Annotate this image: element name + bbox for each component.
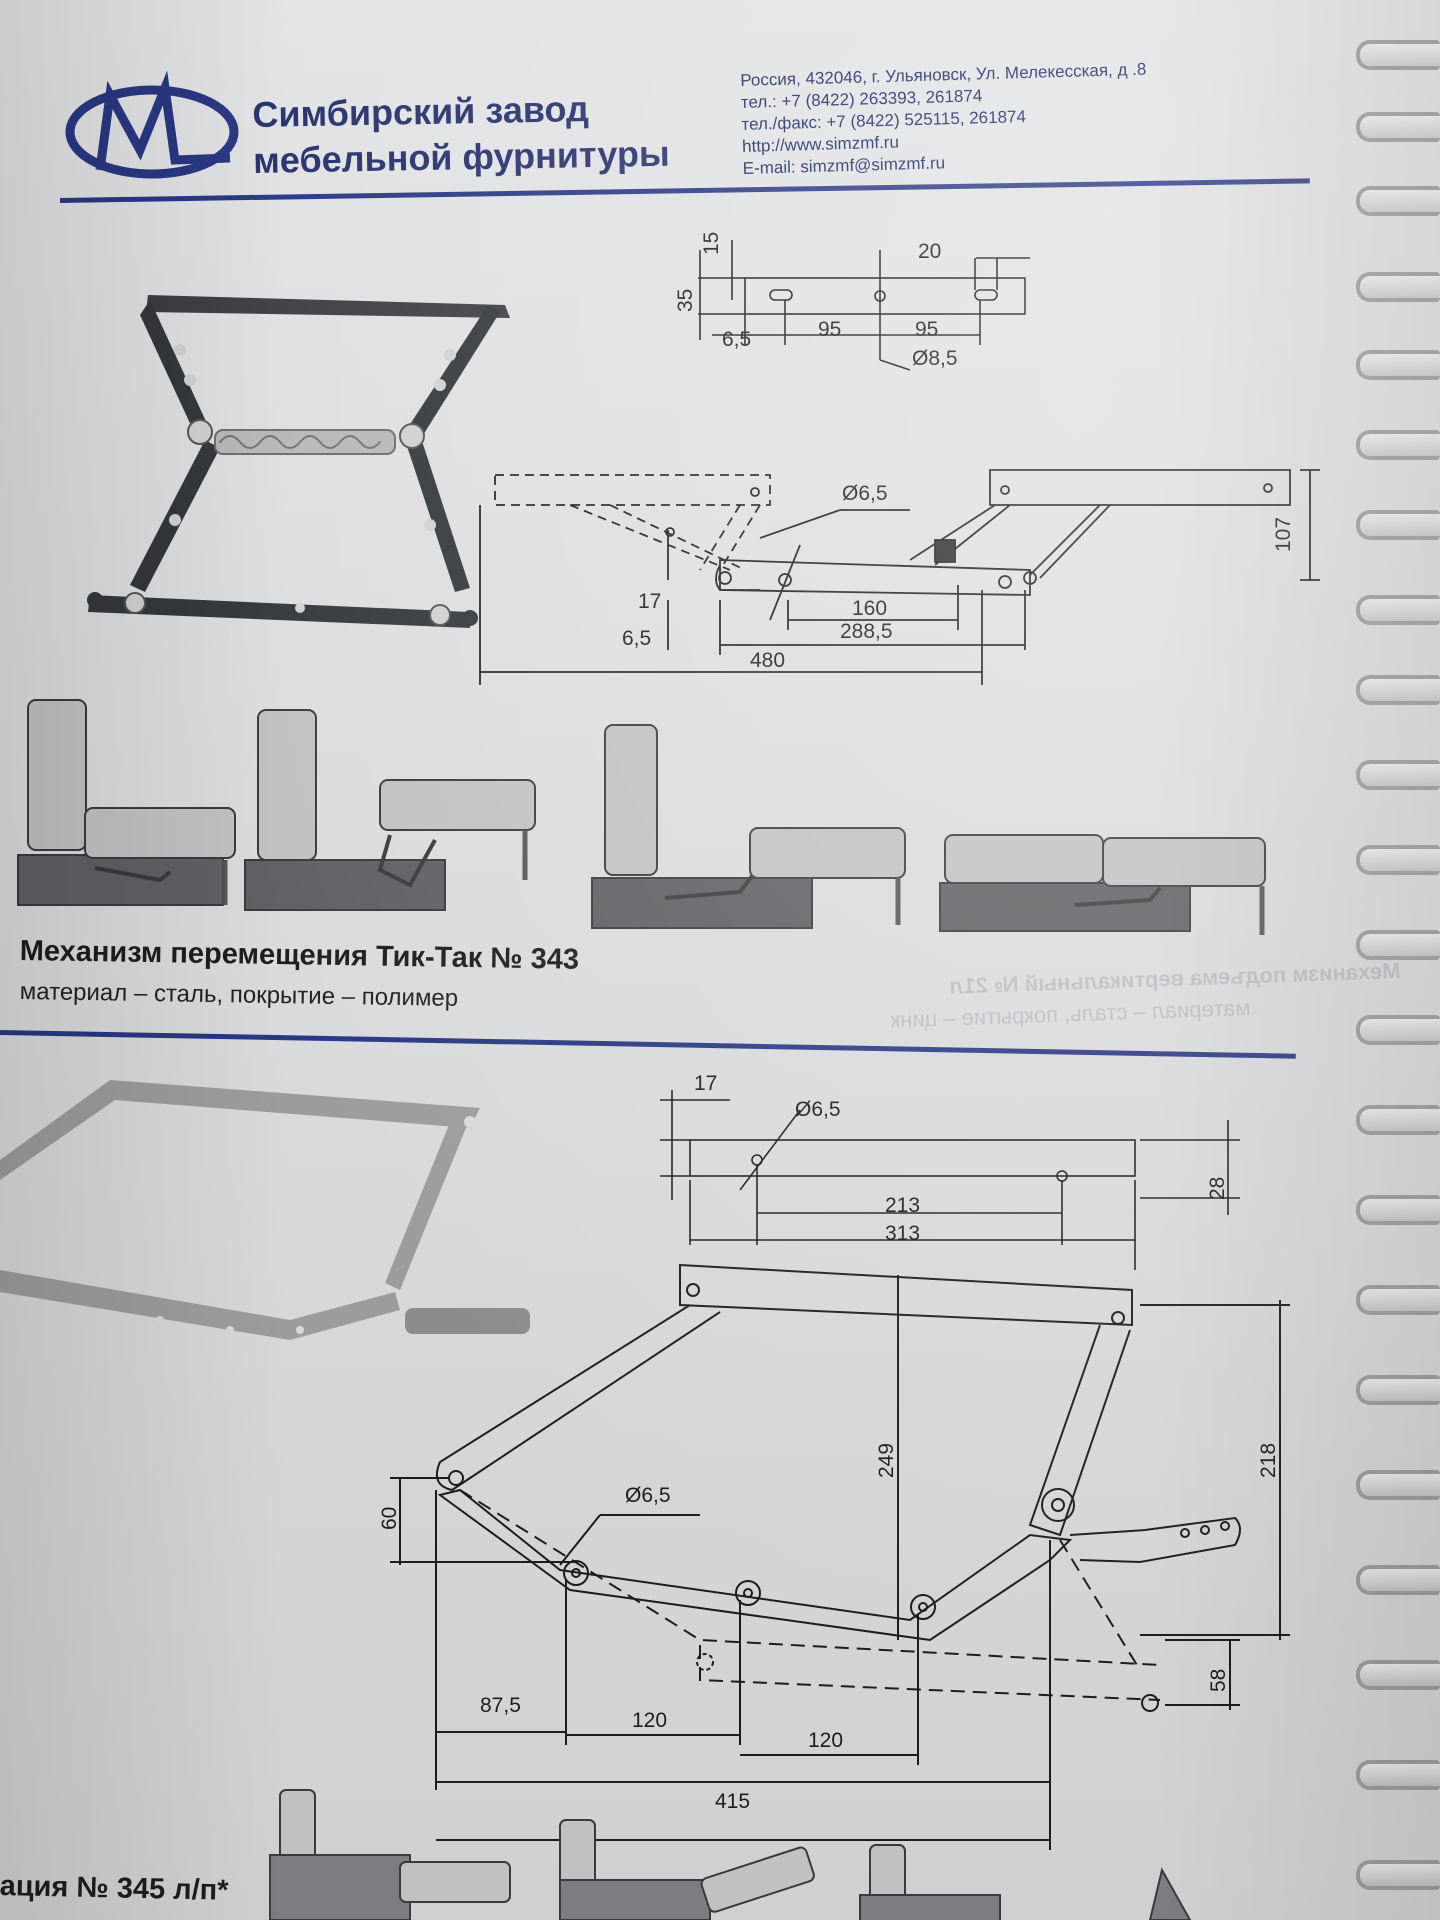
sofa-sequence-345 bbox=[269, 1789, 1192, 1920]
dim-343-95a: 95 bbox=[818, 318, 841, 341]
dim-345-415: 415 bbox=[715, 1790, 750, 1813]
binding-ring bbox=[1356, 272, 1440, 302]
binding-ring bbox=[1356, 40, 1440, 70]
dim-343-107: 107 bbox=[1272, 517, 1295, 552]
dim-343-15: 15 bbox=[700, 232, 723, 255]
binding-ring bbox=[1356, 1470, 1440, 1500]
binding-ring bbox=[1356, 1660, 1440, 1690]
binding-ring bbox=[1356, 760, 1440, 790]
dim-345-17: 17 bbox=[694, 1072, 717, 1095]
binding-ring bbox=[1356, 930, 1440, 960]
binding-ring bbox=[1356, 1105, 1440, 1135]
dim-345-hole-6-5: Ø6,5 bbox=[625, 1484, 671, 1507]
dim-345-28: 28 bbox=[1206, 1177, 1229, 1200]
drawing-343-top-view bbox=[698, 240, 1030, 371]
binding-ring bbox=[1356, 186, 1440, 216]
dim-345-120b: 120 bbox=[808, 1729, 843, 1752]
dim-345-hole-6-5: Ø6,5 bbox=[795, 1098, 841, 1121]
product-345-title: ация № 345 л/п* bbox=[0, 1870, 229, 1907]
binding-ring bbox=[1356, 430, 1440, 460]
binding-ring bbox=[1356, 1860, 1440, 1890]
dim-345-249: 249 bbox=[875, 1443, 898, 1478]
dim-343-hole-6-5: Ø6,5 bbox=[842, 482, 888, 505]
binding-ring bbox=[1356, 1015, 1440, 1045]
mechanism-343-photo bbox=[87, 295, 510, 628]
dim-345-58: 58 bbox=[1207, 1669, 1230, 1692]
dim-343-hole-8-5: Ø8,5 bbox=[912, 347, 958, 370]
dim-343-160: 160 bbox=[852, 597, 887, 620]
binding-ring bbox=[1356, 350, 1440, 380]
binding-ring bbox=[1356, 1760, 1440, 1790]
dim-345-120a: 120 bbox=[632, 1709, 667, 1732]
dim-343-6-5: 6,5 bbox=[722, 328, 751, 351]
binding-ring bbox=[1356, 1565, 1440, 1595]
binding-ring bbox=[1356, 112, 1440, 142]
dim-343-17: 17 bbox=[638, 590, 661, 613]
mechanism-345-photo bbox=[0, 1080, 530, 1340]
dim-345-60: 60 bbox=[378, 1507, 401, 1530]
binding-ring bbox=[1356, 510, 1440, 540]
drawing-343-side-view bbox=[479, 469, 1320, 685]
drawing-345-side-view bbox=[390, 1263, 1290, 1850]
dim-345-218: 218 bbox=[1257, 1443, 1280, 1478]
dim-345-313: 313 bbox=[885, 1222, 920, 1245]
drawing-345-top-view bbox=[660, 1090, 1240, 1270]
dim-343-480: 480 bbox=[750, 649, 785, 672]
dim-343-6-5-side: 6,5 bbox=[622, 627, 651, 650]
dim-343-288-5: 288,5 bbox=[840, 620, 893, 643]
dim-345-87-5: 87,5 bbox=[480, 1694, 521, 1717]
sofa-sequence-343 bbox=[17, 699, 1266, 935]
dim-345-213: 213 bbox=[885, 1194, 920, 1217]
binding-ring bbox=[1356, 845, 1440, 875]
binding-ring bbox=[1356, 1285, 1440, 1315]
binding-ring bbox=[1356, 675, 1440, 705]
binding-ring bbox=[1356, 1375, 1440, 1405]
binding-ring bbox=[1356, 1195, 1440, 1225]
dim-343-20: 20 bbox=[918, 240, 941, 263]
binding-ring bbox=[1356, 595, 1440, 625]
dim-343-95b: 95 bbox=[915, 318, 938, 341]
dim-343-35: 35 bbox=[674, 289, 697, 312]
